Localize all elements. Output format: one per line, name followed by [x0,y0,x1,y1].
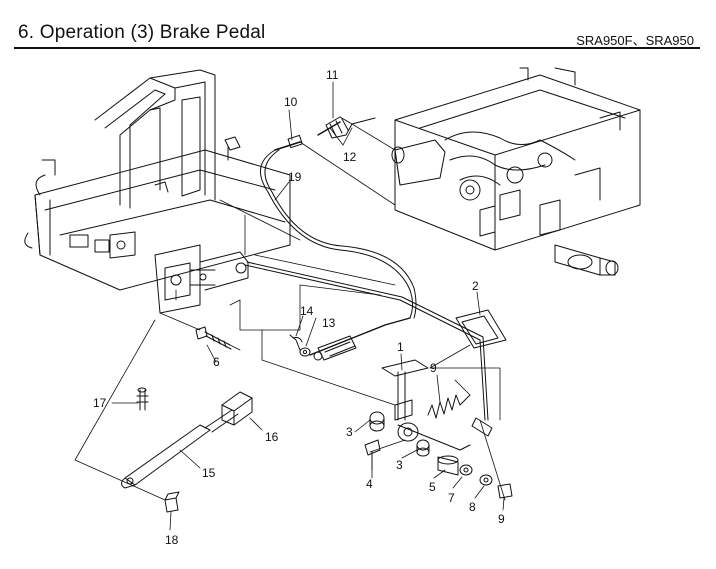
bolt [195,326,232,350]
callout-16: 15 [202,466,216,480]
callout-7: 7 [448,491,455,505]
callout-9: 9 [498,512,505,526]
callout-6: 6 [213,355,220,369]
brake-pedal-arm [121,409,239,489]
washer-14 [299,347,311,357]
frame-assembly [24,69,291,314]
washer-7 [459,464,473,476]
model-label: SRA950F、SRA950 [576,33,694,48]
callout-14: 13 [322,316,336,330]
callout-3a: 3 [346,425,353,439]
pedal-pad [221,391,253,426]
callout-3b: 3 [396,458,403,472]
title-divider [14,47,700,49]
brake-rod [244,261,493,437]
callout-8: 8 [469,500,476,514]
brake-cable [260,116,417,361]
callout-13: 12 [343,150,357,164]
knob [455,309,507,349]
collar [437,456,459,476]
callout-10: 9 [430,361,437,375]
callout-11: 10 [284,95,298,109]
pedal-shaft-assembly [381,359,471,451]
callout-5: 5 [429,480,436,494]
page-title: 6. Operation (3) Brake Pedal [18,22,266,43]
nut-9 [497,483,513,499]
assembly-guide-lines [74,123,506,501]
callout-19: 18 [165,533,179,547]
pin [136,387,149,411]
callout-2: 2 [472,279,479,293]
spring [427,394,471,419]
callout-1: 1 [397,340,404,354]
bolt-4 [364,439,381,456]
small-parts [364,411,513,499]
callout-12: 11 [326,68,339,82]
pin-15 [289,334,303,351]
callout-leaders [111,81,505,531]
nut-19 [164,491,180,513]
callout-labels: 10 11 12 19 2 1 9 14 13 6 17 16 15 18 3 … [93,68,505,547]
callout-18: 17 [93,396,107,410]
washer-8 [479,474,493,486]
transaxle-assembly [391,67,641,276]
callout-17: 16 [265,430,279,444]
callout-4: 4 [366,477,373,491]
callout-15: 14 [300,304,314,318]
callout-20: 19 [288,170,302,184]
